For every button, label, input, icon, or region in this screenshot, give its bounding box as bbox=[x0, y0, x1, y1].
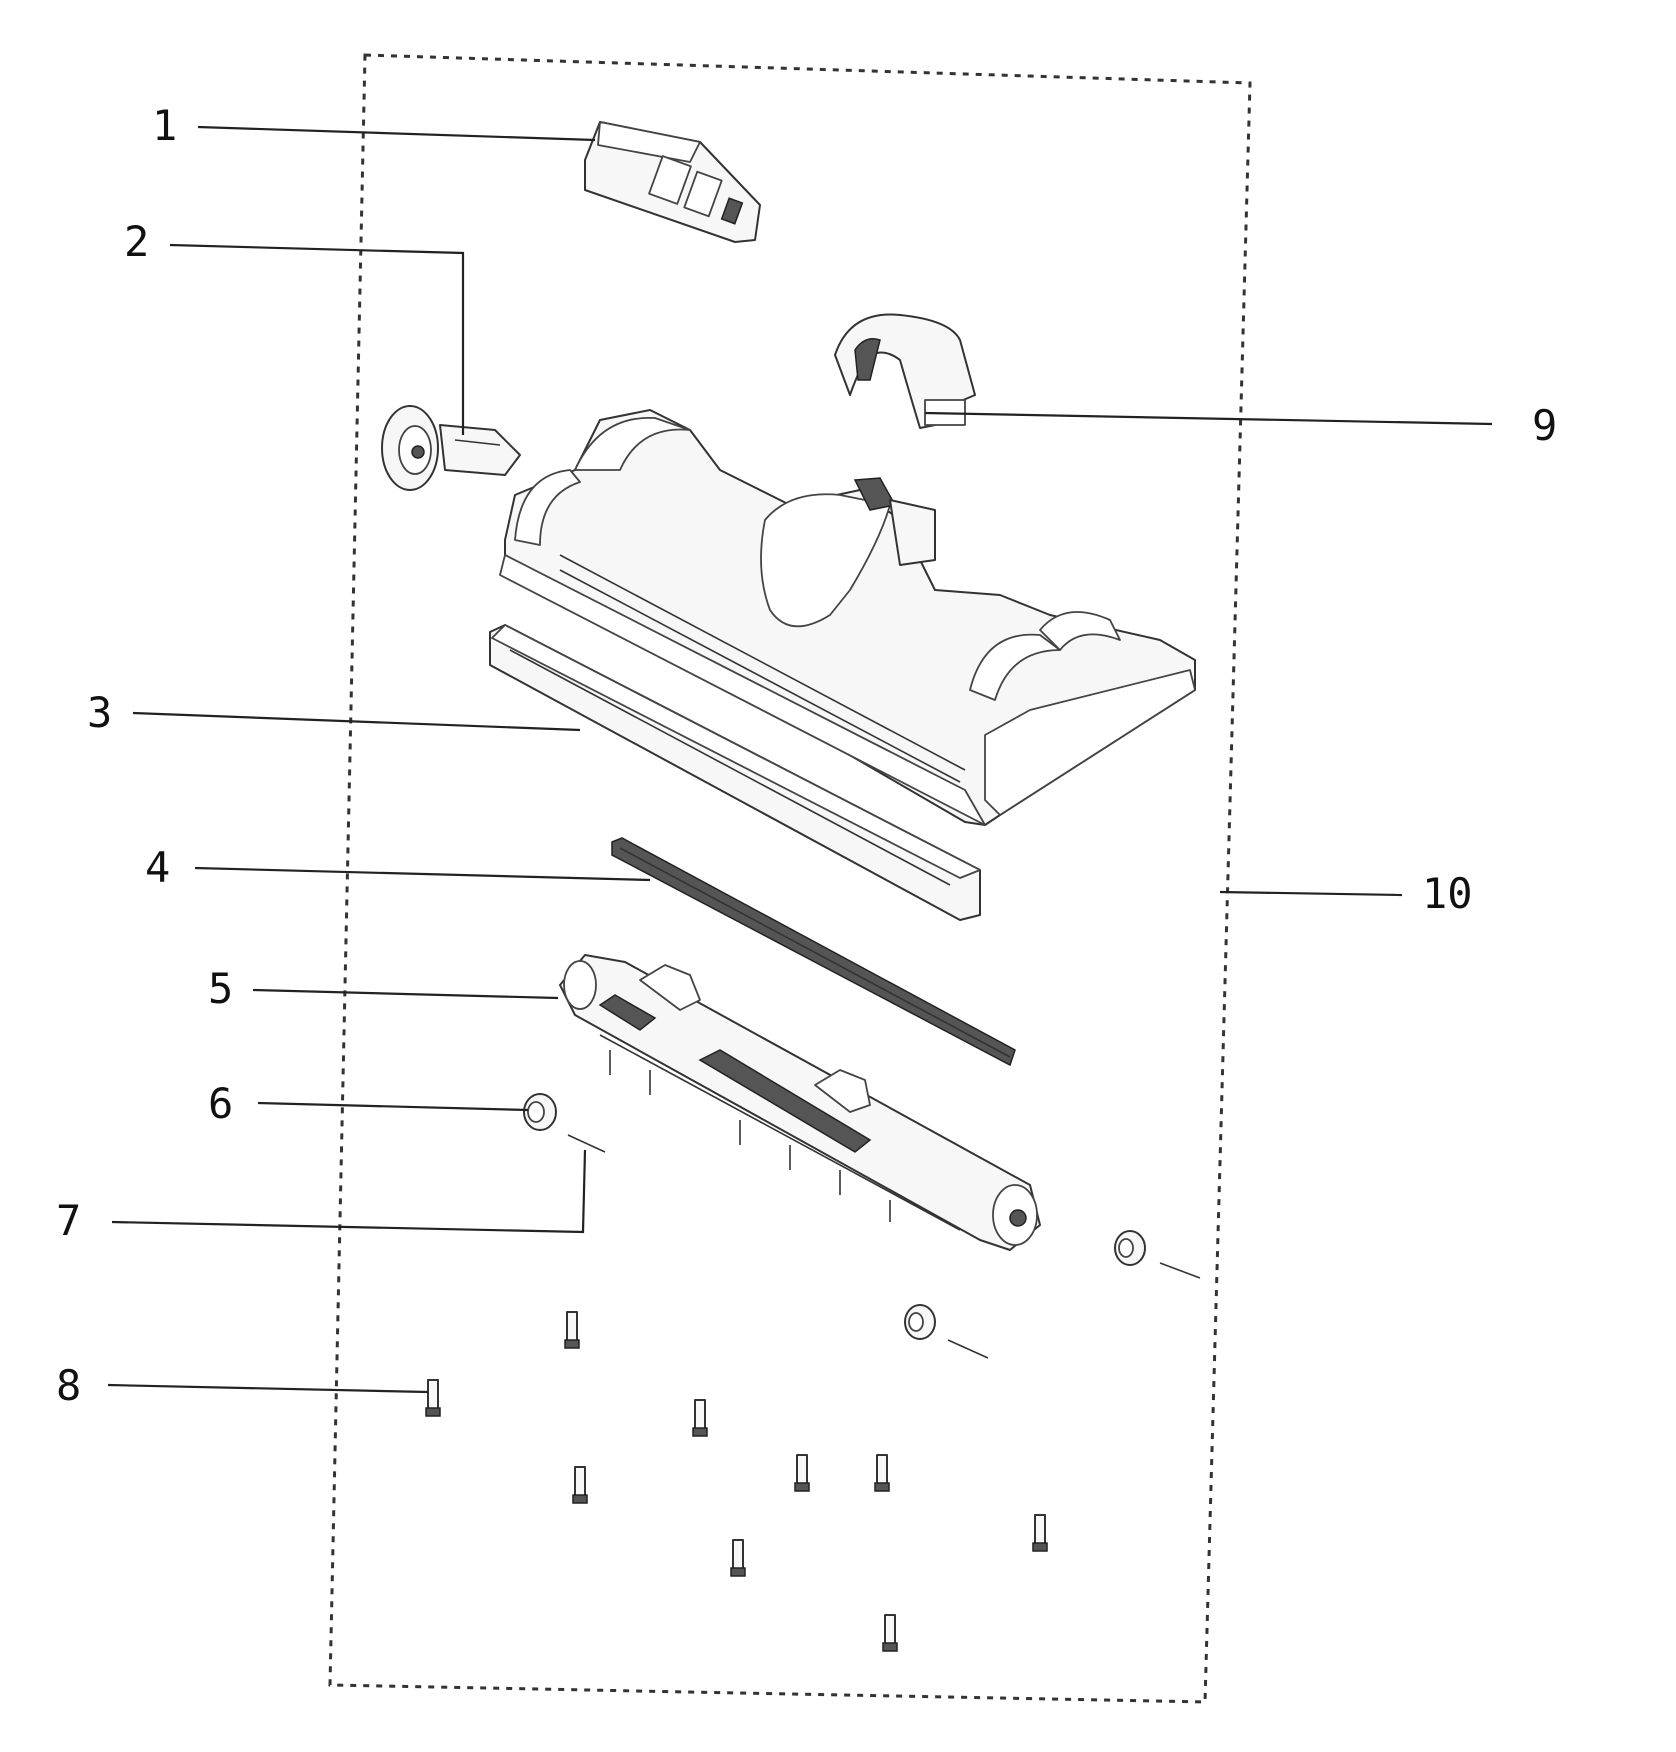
part-8-screws bbox=[425, 1311, 1048, 1652]
callout-9: 9 bbox=[1532, 401, 1557, 450]
part-3-bumper-strip bbox=[489, 624, 981, 921]
leader-1 bbox=[197, 125, 596, 142]
cleaner-head-body bbox=[499, 409, 1196, 826]
callout-5: 5 bbox=[208, 964, 233, 1013]
leader-9 bbox=[924, 411, 1493, 426]
assembly-boundary bbox=[328, 53, 1252, 1704]
screw bbox=[794, 1454, 810, 1492]
part-6-bearing bbox=[523, 1093, 557, 1131]
leader-4 bbox=[194, 866, 651, 882]
leader-5 bbox=[252, 988, 559, 1000]
part-7-pin bbox=[567, 1134, 606, 1153]
part-4-brush-strip bbox=[611, 837, 1016, 1067]
screw bbox=[572, 1466, 588, 1504]
leader-10 bbox=[1219, 890, 1403, 897]
screw bbox=[730, 1539, 746, 1577]
part-2-wheel-bracket bbox=[381, 405, 521, 491]
leader-8 bbox=[107, 1383, 429, 1394]
callout-7: 7 bbox=[56, 1196, 81, 1245]
callout-10: 10 bbox=[1422, 869, 1473, 918]
screw bbox=[425, 1379, 441, 1417]
leader-6 bbox=[257, 1101, 529, 1112]
part-1-latch bbox=[584, 121, 761, 243]
bearing-copy-right bbox=[1114, 1230, 1201, 1279]
screw bbox=[1032, 1514, 1048, 1552]
callout-1: 1 bbox=[152, 101, 177, 150]
screw bbox=[874, 1454, 890, 1492]
leader-7 bbox=[111, 1149, 587, 1234]
part-9-neck-cover bbox=[834, 313, 976, 429]
callout-6: 6 bbox=[208, 1079, 233, 1128]
part-5-brush-bar bbox=[559, 954, 1041, 1251]
callout-4: 4 bbox=[145, 843, 170, 892]
bearing-copy-middle bbox=[904, 1304, 989, 1359]
callout-3: 3 bbox=[87, 688, 112, 737]
leader-2 bbox=[169, 243, 465, 435]
screw bbox=[882, 1614, 898, 1652]
screw bbox=[692, 1399, 708, 1437]
callout-8: 8 bbox=[56, 1361, 81, 1410]
screw bbox=[564, 1311, 580, 1349]
leader-lines bbox=[107, 125, 1493, 1394]
callout-2: 2 bbox=[124, 217, 149, 266]
leader-3 bbox=[132, 711, 581, 732]
